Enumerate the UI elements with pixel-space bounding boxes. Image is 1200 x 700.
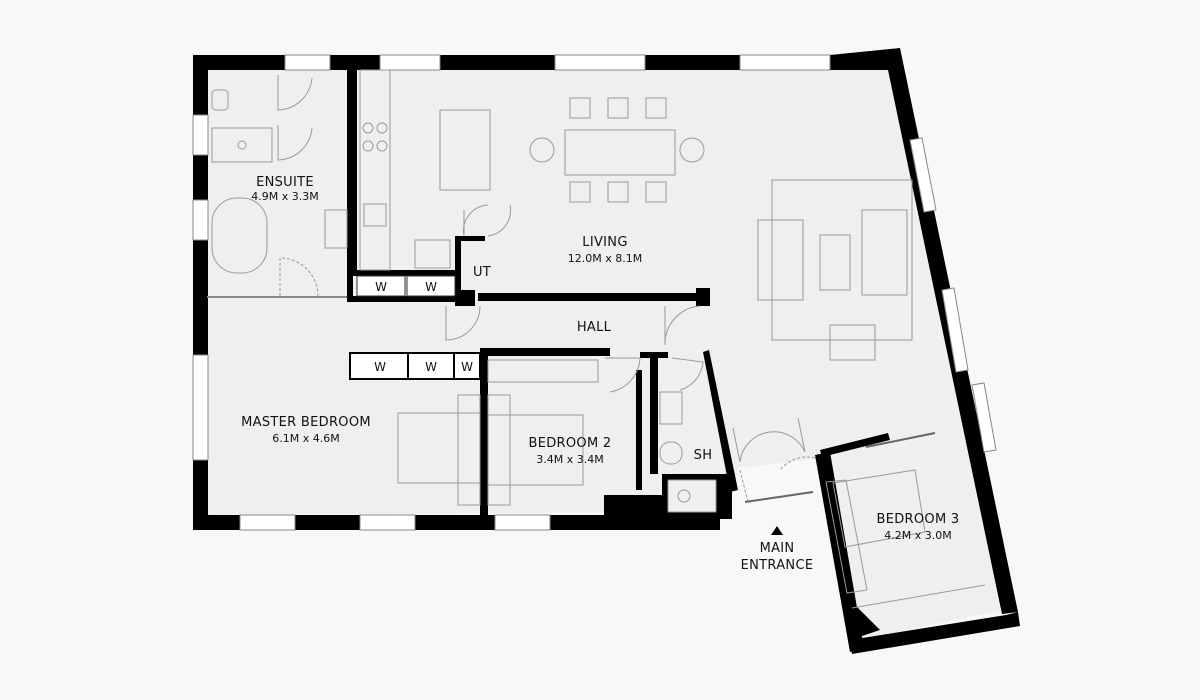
room-name-hall: HALL xyxy=(577,320,612,335)
furniture xyxy=(211,69,986,609)
room-name-shower: SH xyxy=(694,448,713,463)
entrance-arrow-icon xyxy=(771,526,783,535)
wardrobes xyxy=(349,275,481,380)
room-size-bedroom-2: 3.4M x 3.4M xyxy=(536,453,603,466)
shower-drain-icon xyxy=(677,489,691,503)
doors[interactable] xyxy=(277,75,936,503)
windows[interactable] xyxy=(192,54,997,531)
room-name-ensuite: ENSUITE xyxy=(256,175,314,190)
room-size-bedroom-3: 4.2M x 3.0M xyxy=(884,529,951,542)
entrance-label-line2: ENTRANCE xyxy=(741,558,814,573)
room-size-ensuite: 4.9M x 3.3M xyxy=(251,190,318,203)
room-name-bedroom-3: BEDROOM 3 xyxy=(877,512,960,527)
room-name-living: LIVING xyxy=(582,235,627,250)
wardrobe-label: W xyxy=(425,280,437,294)
shower-tray xyxy=(667,479,717,513)
wardrobe-label: W xyxy=(374,360,386,374)
room-size-living: 12.0M x 8.1M xyxy=(568,252,642,265)
room-name-utility: UT xyxy=(473,265,491,280)
entrance-label-line1: MAIN xyxy=(760,541,795,556)
wardrobe-label: W xyxy=(461,360,473,374)
wardrobe-label: W xyxy=(375,280,387,294)
room-name-master-bedroom: MASTER BEDROOM xyxy=(241,415,371,430)
room-name-bedroom-2: BEDROOM 2 xyxy=(529,436,612,451)
room-size-master-bedroom: 6.1M x 4.6M xyxy=(272,432,339,445)
wardrobe-label: W xyxy=(425,360,437,374)
